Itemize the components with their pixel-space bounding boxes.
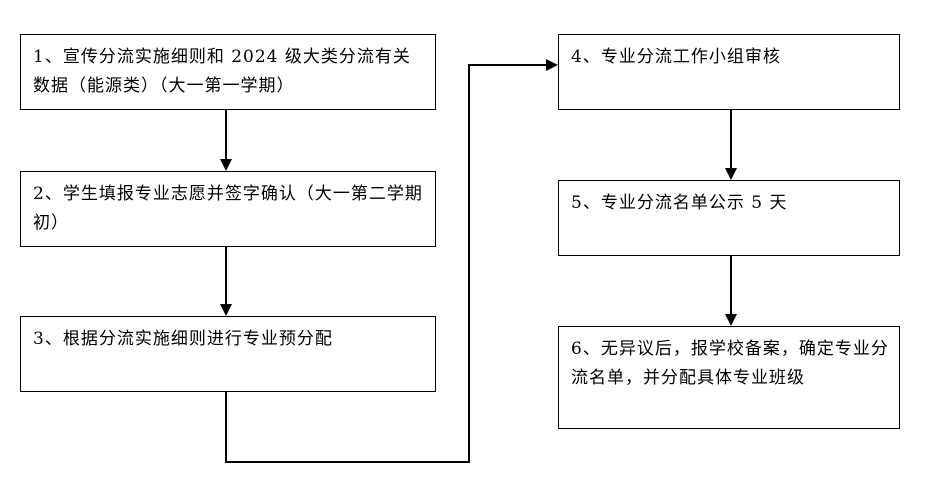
connector-2-3 <box>225 247 227 305</box>
arrowhead-2-3 <box>220 304 232 316</box>
connector-5-6 <box>730 256 732 315</box>
arrowhead-4-5 <box>725 168 737 180</box>
flow-step-4-text: 4、专业分流工作小组审核 <box>571 47 781 67</box>
flow-step-2: 2、学生填报专业志愿并签字确认（大一第二学期初） <box>20 171 436 247</box>
flow-step-6-text: 6、无异议后，报学校备案，确定专业分流名单，并分配具体专业班级 <box>571 339 889 388</box>
connector-3-4-top <box>468 64 547 66</box>
flow-step-5-text: 5、专业分流名单公示 5 天 <box>571 193 788 213</box>
arrowhead-5-6 <box>725 314 737 326</box>
connector-4-5 <box>730 110 732 169</box>
connector-1-2 <box>225 110 227 160</box>
flow-step-1-text: 1、宣传分流实施细则和 2024 级大类分流有关数据（能源类）（大一第一学期） <box>33 47 411 96</box>
connector-3-4-bottom <box>225 461 469 463</box>
connector-3-4-up <box>468 64 470 463</box>
connector-3-4-down <box>225 392 227 462</box>
arrowhead-1-2 <box>220 159 232 171</box>
arrowhead-3-4 <box>546 59 558 71</box>
flow-step-2-text: 2、学生填报专业志愿并签字确认（大一第二学期初） <box>33 184 423 233</box>
flow-step-3-text: 3、根据分流实施细则进行专业预分配 <box>33 329 333 349</box>
flow-step-6: 6、无异议后，报学校备案，确定专业分流名单，并分配具体专业班级 <box>558 326 900 429</box>
flow-step-5: 5、专业分流名单公示 5 天 <box>558 180 900 256</box>
flow-step-3: 3、根据分流实施细则进行专业预分配 <box>20 316 436 392</box>
flow-step-4: 4、专业分流工作小组审核 <box>558 34 900 110</box>
flow-step-1: 1、宣传分流实施细则和 2024 级大类分流有关数据（能源类）（大一第一学期） <box>20 34 436 110</box>
